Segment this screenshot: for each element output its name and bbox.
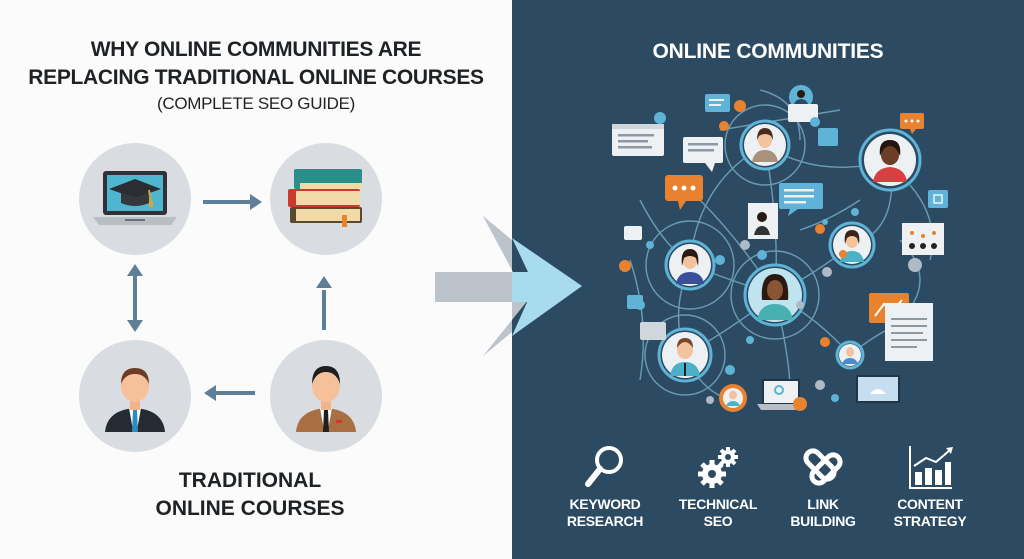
- node-businessman-dark: [79, 340, 191, 452]
- magnifier-icon: [585, 446, 623, 487]
- main-title-line-2: REPLACING TRADITIONAL ONLINE COURSES: [28, 66, 484, 89]
- caption-traditional: TRADITIONAL ONLINE COURSES: [100, 467, 400, 523]
- main-subtitle: (COMPLETE SEO GUIDE): [156, 94, 356, 113]
- seo-label-line-1: LINK: [807, 496, 839, 512]
- seo-label: KEYWORD RESEARCH: [550, 496, 660, 530]
- caption-line-2: ONLINE COURSES: [155, 497, 345, 520]
- seo-label-line-1: TECHNICAL: [678, 496, 758, 512]
- seo-label: CONTENT STRATEGY: [875, 496, 985, 530]
- seo-label-line-2: STRATEGY: [893, 513, 967, 529]
- caption-line-1: TRADITIONAL: [178, 469, 322, 492]
- main-title-line-1: WHY ONLINE COMMUNITIES ARE: [90, 38, 422, 61]
- left-panel-traditional-courses: [0, 0, 512, 559]
- gears-icon: [698, 447, 738, 488]
- seo-label: LINK BUILDING: [768, 496, 878, 530]
- books-icon: [288, 169, 362, 227]
- seo-item-technical-seo: TECHNICAL SEO: [663, 444, 773, 530]
- seo-label-line-2: BUILDING: [790, 513, 856, 529]
- chain-link-icon: [803, 448, 843, 486]
- bar-chart-icon: [909, 446, 953, 489]
- person-icon: [296, 366, 356, 432]
- communities-title: ONLINE COMMUNITIES: [652, 40, 884, 63]
- seo-item-link-building: LINK BUILDING: [768, 444, 878, 530]
- laptop-graduation-icon: [93, 171, 177, 225]
- seo-label: TECHNICAL SEO: [663, 496, 773, 530]
- seo-label-line-1: KEYWORD: [569, 496, 641, 512]
- cycle-arrows: [127, 194, 332, 401]
- node-businessman-brown: [270, 340, 382, 452]
- node-laptop-graduation: [79, 143, 191, 255]
- node-books: [270, 143, 382, 255]
- person-icon: [105, 368, 165, 432]
- seo-label-line-2: RESEARCH: [566, 513, 644, 529]
- seo-label-line-1: CONTENT: [897, 496, 963, 512]
- seo-item-keyword-research: KEYWORD RESEARCH: [550, 444, 660, 530]
- seo-label-line-2: SEO: [703, 513, 733, 529]
- seo-item-content-strategy: CONTENT STRATEGY: [875, 444, 985, 530]
